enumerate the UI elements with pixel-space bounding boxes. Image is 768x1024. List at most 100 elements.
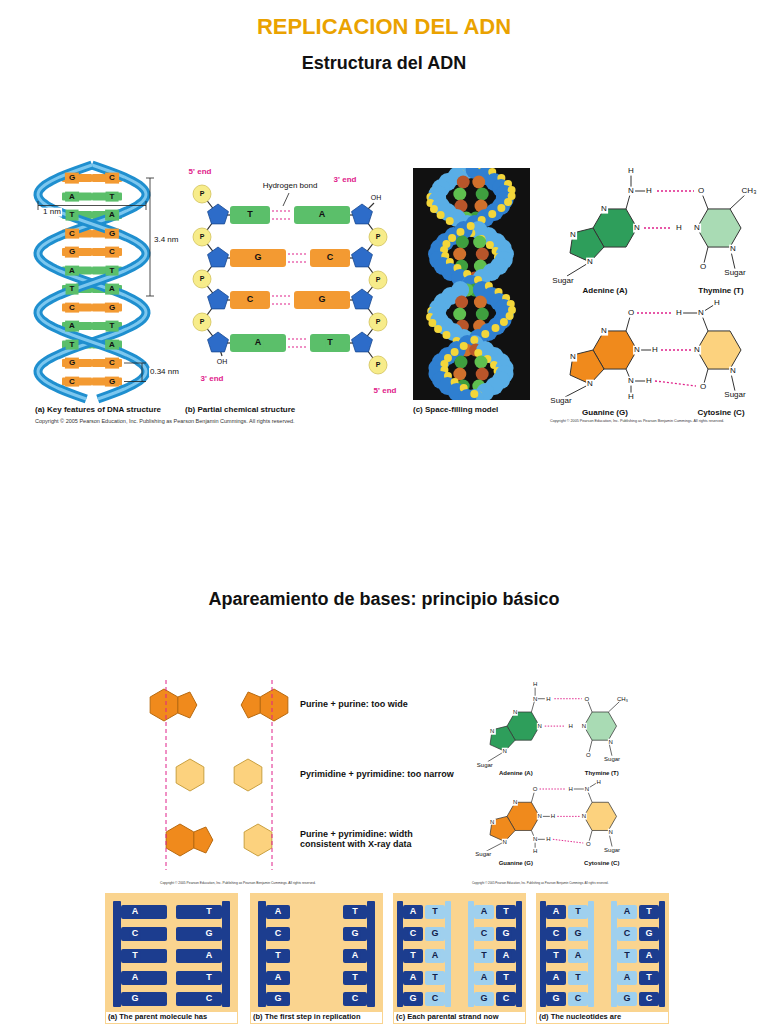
- hydrogen-bond: [545, 726, 566, 727]
- new-base: [474, 949, 494, 963]
- atom-label: OH: [370, 194, 383, 202]
- sugar-phosphate-backbone: [38, 165, 146, 399]
- base-letter: T: [622, 951, 632, 961]
- phosphate-group: [193, 270, 211, 288]
- atom-label: H: [567, 786, 573, 793]
- parental-base: [546, 992, 566, 1006]
- end-label: 5' end: [189, 168, 212, 177]
- base-ring: [230, 206, 270, 224]
- base-letter: A: [430, 951, 441, 961]
- base-letter: G: [621, 994, 632, 1004]
- base-letter: T: [66, 284, 79, 295]
- parental-backbone: [258, 901, 266, 1007]
- base-atom: [476, 188, 489, 201]
- width-note: Pyrimidine + pyrimidine: too narrow: [300, 770, 454, 780]
- atom-label: N: [502, 748, 508, 755]
- oxygen-atom: [506, 312, 514, 320]
- width-guide: [272, 680, 273, 870]
- base-ring: [310, 334, 350, 352]
- backbone-highlight: [38, 165, 146, 399]
- hydrogen-bond: [655, 381, 696, 386]
- parental-base: [121, 927, 167, 941]
- base-letter: A: [65, 191, 79, 202]
- atom-label: N: [600, 327, 608, 336]
- phosphate-label: P: [376, 233, 381, 241]
- dimension-label: 1 nm: [42, 208, 62, 217]
- base-letter: A: [501, 951, 512, 961]
- deoxyribose-sugar: [208, 204, 229, 224]
- atom-label: H: [645, 187, 653, 196]
- atom-label: N: [536, 723, 542, 730]
- width-guide: [166, 680, 167, 870]
- parental-backbone: [222, 901, 230, 1007]
- base-letter: T: [204, 907, 214, 917]
- new-base: [425, 949, 445, 963]
- base-atom: [453, 248, 466, 261]
- parental-base: [546, 905, 566, 919]
- dimension-tick: [124, 363, 146, 364]
- oxygen-atom: [470, 336, 478, 344]
- purine-ring: [241, 692, 260, 718]
- purine-ring: [166, 824, 194, 856]
- molecule-name: Guanine (G): [582, 409, 628, 418]
- parental-backbone: [659, 901, 665, 1007]
- panel-caption: (c) Each parental strand now: [394, 1012, 525, 1023]
- base-letter: C: [325, 253, 336, 263]
- phosphate-group: [193, 185, 211, 203]
- parental-base: [546, 971, 566, 985]
- copyright-note: Copyright © 2005 Pearson Education, Inc.…: [160, 882, 316, 886]
- base-letter: A: [105, 284, 119, 295]
- base-letter: A: [204, 951, 215, 961]
- atom-label: H: [545, 695, 551, 702]
- hydrogen-bond: [272, 218, 292, 219]
- base-letter: C: [501, 994, 512, 1004]
- new-base: [474, 927, 494, 941]
- atom-label: O: [584, 695, 591, 702]
- base-atom: [453, 308, 466, 321]
- new-base: [617, 949, 637, 963]
- atom-label: N: [569, 353, 577, 362]
- base-letter: G: [550, 994, 561, 1004]
- hydrogen-bond: [272, 295, 292, 296]
- base-atom: [474, 296, 487, 309]
- base-letter: G: [643, 929, 654, 939]
- oxygen-atom: [446, 217, 454, 225]
- hydrogen-bond: [644, 227, 672, 228]
- new-backbone: [611, 901, 617, 1007]
- base-letter: A: [622, 973, 633, 983]
- base-letter: C: [430, 994, 441, 1004]
- base-width-diagram: [150, 680, 288, 870]
- page-title: REPLICACION DEL ADN: [0, 14, 768, 40]
- oxygen-atom: [434, 325, 442, 333]
- atom-label: N: [586, 258, 594, 267]
- base-letter: T: [501, 907, 511, 917]
- width-note: Purine + pyrimidine: width consistent wi…: [300, 830, 450, 850]
- parental-base: [121, 971, 167, 985]
- panel-art: [250, 893, 383, 1024]
- base-letter: G: [252, 253, 263, 263]
- pyrimidine-ring: [234, 759, 262, 791]
- panel-caption: (a) Key features of DNA structure: [35, 406, 161, 415]
- atom-label: N: [512, 799, 518, 806]
- base-letter: T: [325, 338, 335, 348]
- base-pair-structure: [565, 171, 747, 397]
- atom-label: N: [502, 838, 508, 845]
- parental-base: [343, 905, 367, 919]
- phosphate-group: [369, 313, 387, 331]
- base-letter: T: [430, 973, 440, 983]
- new-base: [568, 949, 588, 963]
- panel-art: [105, 893, 238, 1024]
- dimension-line: [150, 178, 151, 296]
- new-base: [617, 992, 637, 1006]
- new-base: [568, 992, 588, 1006]
- atom-label: N: [489, 728, 495, 735]
- atom-label: Sugar: [723, 269, 746, 278]
- base-letter: C: [644, 994, 655, 1004]
- new-base: [425, 971, 445, 985]
- pyrimidine-ring: [176, 759, 204, 791]
- base-letter: A: [408, 973, 419, 983]
- phosphate-label: P: [376, 318, 381, 326]
- base-letter: A: [105, 210, 119, 221]
- phosphate-label: P: [376, 361, 381, 369]
